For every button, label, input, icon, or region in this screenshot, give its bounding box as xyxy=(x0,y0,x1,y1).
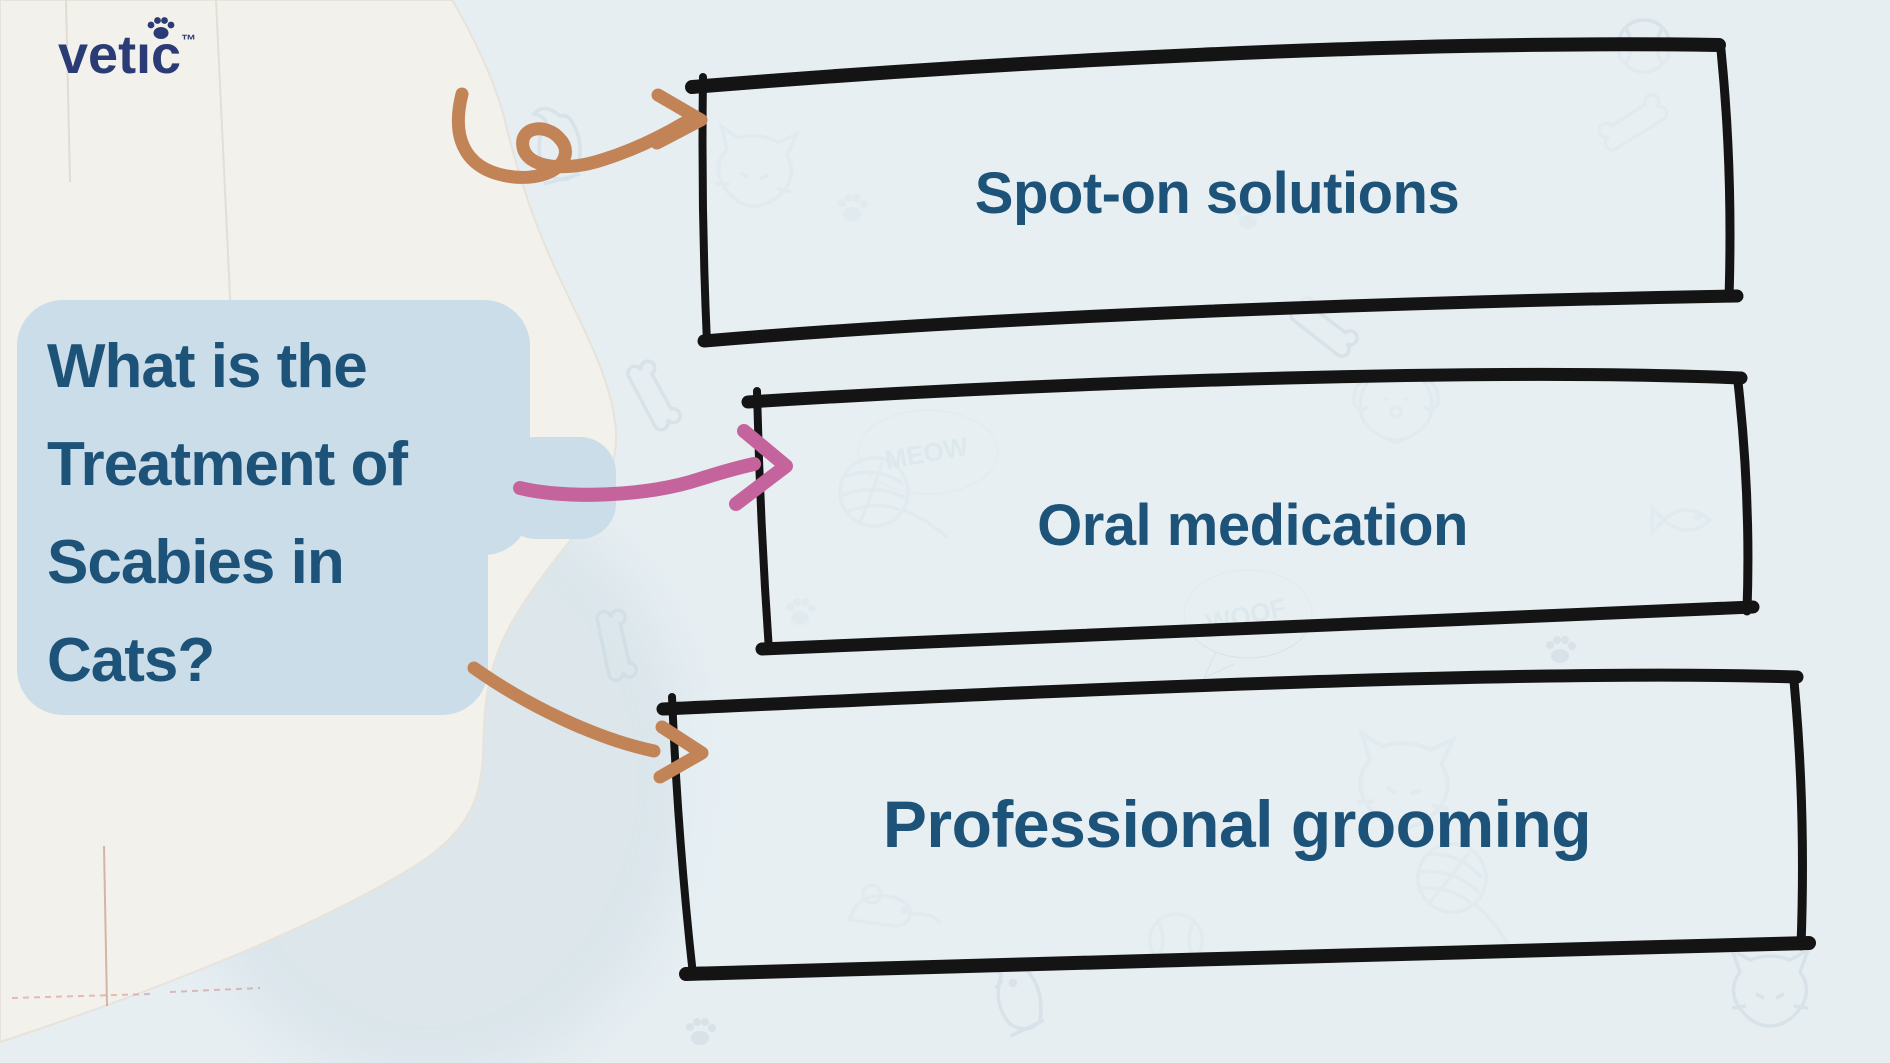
option-label-professional-grooming: Professional grooming xyxy=(882,787,1592,861)
question-line-2: Treatment of xyxy=(47,430,408,499)
arrow-to-option-3 xyxy=(467,661,709,784)
option-label-oral-medication: Oral medication xyxy=(1037,493,1468,558)
paw-icon xyxy=(147,17,175,39)
question-line-4: Cats? xyxy=(47,626,215,695)
question-title: What is the Treatment of Scabies in Cats… xyxy=(47,318,607,710)
option-label-spot-on-solutions: Spot-on solutions xyxy=(974,161,1460,226)
arrow-to-option-1 xyxy=(451,87,708,184)
paper-creases xyxy=(11,0,261,1007)
option-box-oral-medication xyxy=(741,367,1760,656)
trademark-symbol: ™ xyxy=(181,32,197,49)
option-box-professional-grooming xyxy=(656,668,1816,981)
question-bubble xyxy=(17,300,616,715)
question-line-1: What is the xyxy=(47,332,368,401)
arrow-to-option-2 xyxy=(513,424,793,511)
vetic-logo: vetic vetıc™ xyxy=(58,17,197,82)
question-line-3: Scabies in xyxy=(47,528,345,597)
option-box-spot-on-solutions xyxy=(685,37,1744,348)
